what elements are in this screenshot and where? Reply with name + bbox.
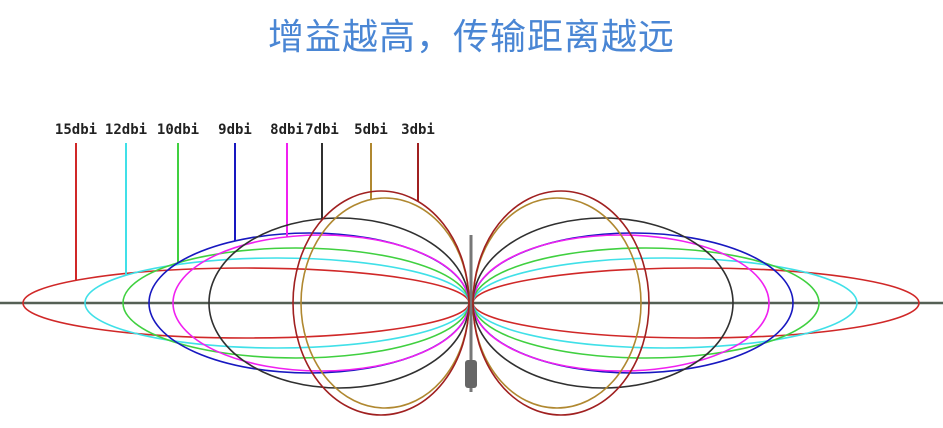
gain-label-7dbi: 7dbi bbox=[305, 122, 339, 138]
gain-label-9dbi: 9dbi bbox=[218, 122, 252, 138]
gain-label-8dbi: 8dbi bbox=[270, 122, 304, 138]
gain-label-10dbi: 10dbi bbox=[157, 122, 199, 138]
gain-label-15dbi: 15dbi bbox=[55, 122, 97, 138]
gain-label-12dbi: 12dbi bbox=[105, 122, 147, 138]
lobe-right-3dbi bbox=[472, 190, 650, 416]
gain-label-3dbi: 3dbi bbox=[401, 122, 435, 138]
antenna-mount bbox=[465, 360, 477, 388]
lobe-left-3dbi bbox=[292, 190, 470, 416]
gain-label-5dbi: 5dbi bbox=[354, 122, 388, 138]
diagram-title: 增益越高，传输距离越远 bbox=[267, 17, 675, 58]
